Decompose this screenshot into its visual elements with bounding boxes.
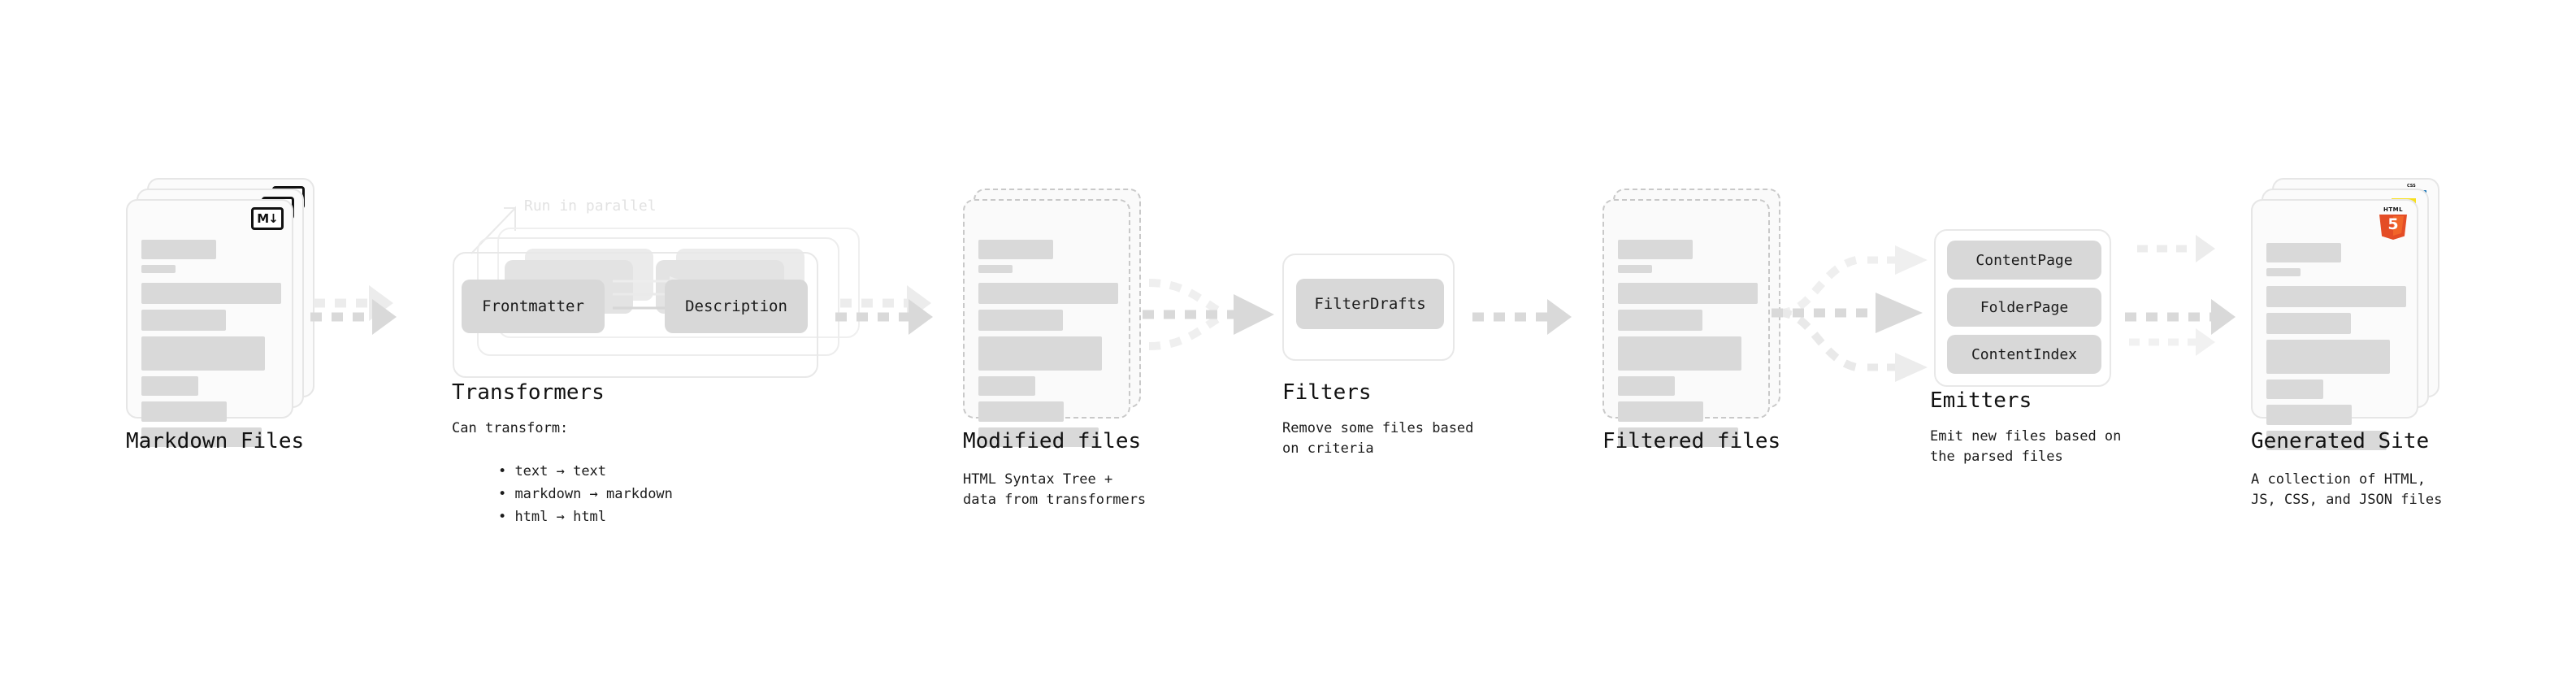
arrow-modified-to-filters <box>1143 279 1274 350</box>
arrow-transformers-to-modified <box>835 299 941 335</box>
transformers-bullet-1: • markdown → markdown <box>497 485 673 502</box>
arrow-filters-to-filtered <box>1472 299 1580 335</box>
markdown-file-card-front: M↓ <box>126 199 293 447</box>
arrow-emitters-to-site-middle <box>2125 299 2247 335</box>
transformer-chip-frontmatter[interactable]: Frontmatter <box>462 280 605 333</box>
bullet-dot: • <box>497 508 515 525</box>
filters-description: Remove some files based on criteria <box>1282 420 1474 457</box>
arrow-markdown-to-transformers <box>310 299 400 335</box>
arrow-emitters-to-site-bottom <box>2129 327 2235 357</box>
generated-site-card-html: HTML 5 <box>2251 199 2418 450</box>
bullet-dot: • <box>497 485 515 502</box>
markdown-icon: M↓ <box>251 207 284 230</box>
file-skeleton <box>141 240 281 453</box>
emitter-chip-contentpage[interactable]: ContentPage <box>1947 241 2101 280</box>
modified-file-card-front <box>963 199 1130 447</box>
filtered-file-card-front <box>1602 199 1770 447</box>
transformers-bullet-0: • text → text <box>497 462 607 479</box>
page-title-emitters: Emitters <box>1930 388 2032 413</box>
bullet-dot: • <box>497 462 515 479</box>
emitter-chip-contentindex[interactable]: ContentIndex <box>1947 335 2101 374</box>
modified-files-description: HTML Syntax Tree + data from transformer… <box>963 471 1147 508</box>
transformer-group-front <box>453 252 818 378</box>
transformers-bullet-2: • html → html <box>497 508 607 525</box>
page-title-transformers: Transformers <box>452 380 605 405</box>
page-title-modified-files: Modified files <box>963 429 1142 453</box>
run-in-parallel-annotation: Run in parallel <box>524 197 657 215</box>
generated-site-description: A collection of HTML, JS, CSS, and JSON … <box>2251 471 2443 508</box>
filters-group: FilterDrafts <box>1282 254 1455 361</box>
emitters-group: ContentPage FolderPage ContentIndex <box>1934 229 2111 387</box>
transformers-description: Can transform: <box>452 420 569 436</box>
page-title-generated-site: Generated Site <box>2251 429 2430 453</box>
file-skeleton <box>978 240 1118 453</box>
arrow-filtered-to-emitters <box>1772 245 1928 382</box>
emitters-description: Emit new files based on the parsed files <box>1930 428 2122 465</box>
file-skeleton <box>2266 243 2406 456</box>
transformer-chip-description[interactable]: Description <box>665 280 808 333</box>
filter-chip-filterdrafts[interactable]: FilterDrafts <box>1296 279 1444 329</box>
page-title-filtered-files: Filtered files <box>1602 429 1781 453</box>
html5-icon: HTML 5 <box>2379 206 2407 240</box>
emitter-chip-folderpage[interactable]: FolderPage <box>1947 288 2101 327</box>
page-title-markdown-files: Markdown Files <box>126 429 305 453</box>
file-skeleton <box>1618 240 1758 453</box>
page-title-filters: Filters <box>1282 380 1372 405</box>
arrow-emitters-to-site-top <box>2137 234 2235 263</box>
